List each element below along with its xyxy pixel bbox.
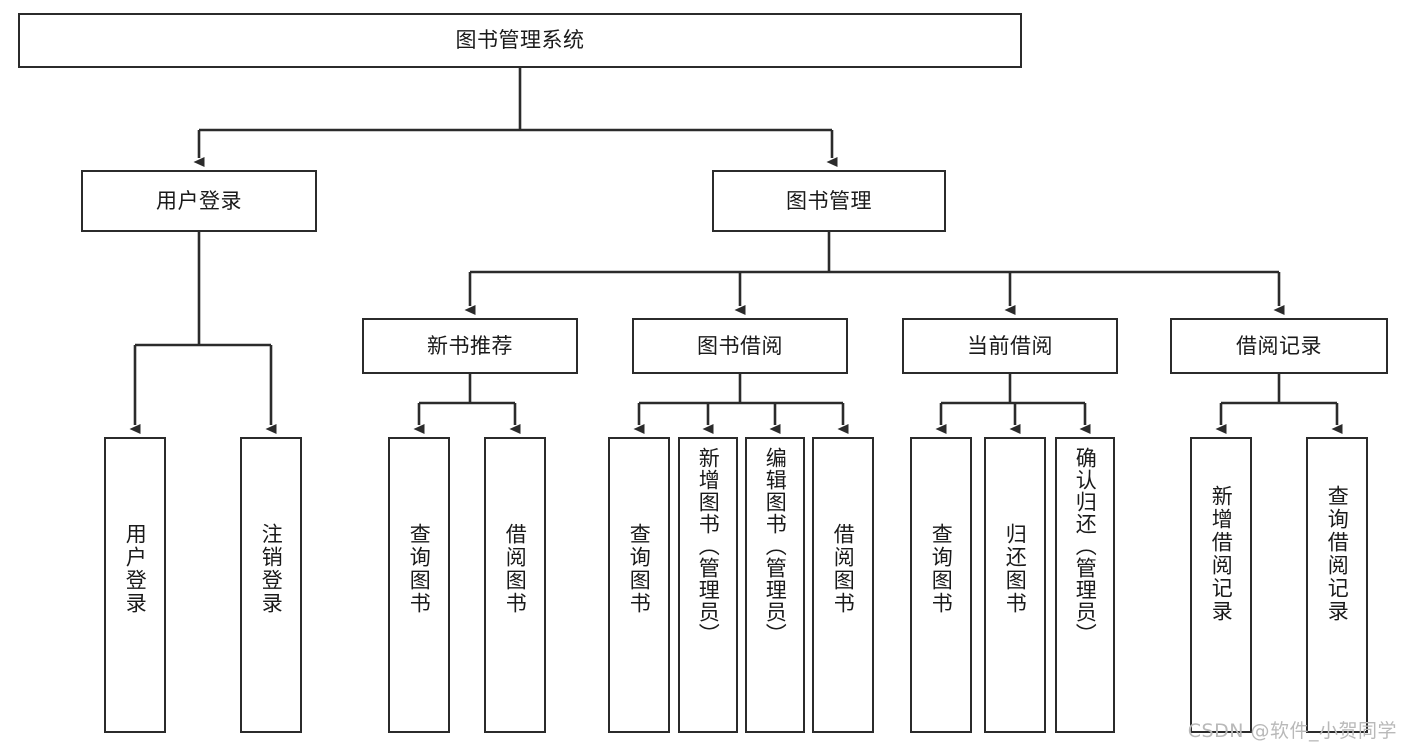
- node-leaf-add-borrow-record[interactable]: 新增借阅记录: [1190, 437, 1252, 733]
- csdn-watermark: CSDN @软件_小贺同学: [1187, 720, 1397, 742]
- node-label: 借阅图书: [503, 523, 528, 615]
- node-leaf-query-book-1[interactable]: 查询图书: [388, 437, 450, 733]
- node-new-book-recommend[interactable]: 新书推荐: [362, 318, 578, 374]
- node-current-borrow[interactable]: 当前借阅: [902, 318, 1118, 374]
- node-leaf-borrow-book-1[interactable]: 借阅图书: [484, 437, 546, 733]
- node-label: 归还图书: [1003, 523, 1028, 615]
- node-label: 查询图书: [627, 523, 652, 615]
- node-leaf-query-book-3[interactable]: 查询图书: [910, 437, 972, 733]
- node-label: 确认归还（管理员）: [1073, 447, 1098, 645]
- node-label: 新书推荐: [427, 333, 513, 358]
- node-book-manage[interactable]: 图书管理: [712, 170, 946, 232]
- node-leaf-query-book-2[interactable]: 查询图书: [608, 437, 670, 733]
- node-label: 查询图书: [407, 523, 432, 615]
- node-label: 图书管理系统: [455, 28, 585, 53]
- node-label: 借阅图书: [831, 523, 856, 615]
- node-label: 借阅记录: [1236, 333, 1322, 358]
- node-leaf-logout-login[interactable]: 注销登录: [240, 437, 302, 733]
- node-label: 用户登录: [123, 523, 148, 615]
- node-leaf-borrow-book-2[interactable]: 借阅图书: [812, 437, 874, 733]
- node-label: 查询借阅记录: [1325, 485, 1350, 623]
- node-label: 编辑图书（管理员）: [763, 447, 788, 645]
- node-leaf-return-book[interactable]: 归还图书: [984, 437, 1046, 733]
- node-book-borrow[interactable]: 图书借阅: [632, 318, 848, 374]
- node-label: 当前借阅: [967, 333, 1053, 358]
- node-user-login[interactable]: 用户登录: [81, 170, 317, 232]
- node-label: 用户登录: [156, 188, 242, 213]
- node-label: 注销登录: [259, 523, 284, 615]
- node-label: 查询图书: [929, 523, 954, 615]
- node-label: 新增借阅记录: [1209, 485, 1234, 623]
- node-leaf-add-book-admin[interactable]: 新增图书（管理员）: [678, 437, 738, 733]
- node-leaf-confirm-return-admin[interactable]: 确认归还（管理员）: [1055, 437, 1115, 733]
- node-label: 图书借阅: [697, 333, 783, 358]
- node-leaf-edit-book-admin[interactable]: 编辑图书（管理员）: [745, 437, 805, 733]
- node-borrow-record[interactable]: 借阅记录: [1170, 318, 1388, 374]
- node-label: 图书管理: [786, 188, 872, 213]
- node-leaf-query-borrow-record[interactable]: 查询借阅记录: [1306, 437, 1368, 733]
- node-root-system[interactable]: 图书管理系统: [18, 13, 1022, 68]
- node-leaf-user-login[interactable]: 用户登录: [104, 437, 166, 733]
- node-label: 新增图书（管理员）: [696, 447, 721, 645]
